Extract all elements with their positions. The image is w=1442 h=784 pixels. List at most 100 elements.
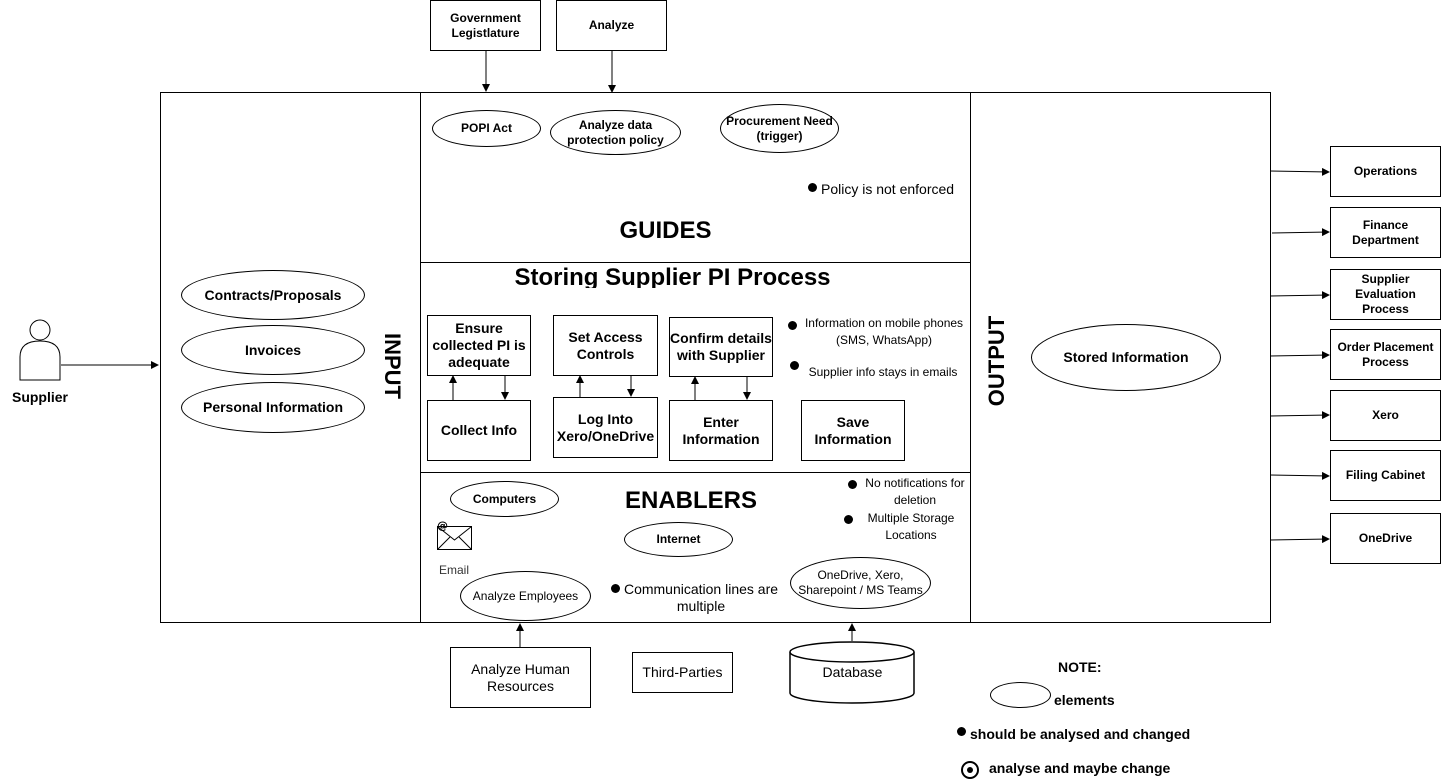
invoices-label: Invoices (244, 341, 302, 358)
legend-maybe-label: analyse and maybe change (989, 760, 1171, 776)
element-computers: Computers (450, 481, 559, 517)
database-label: Database (822, 664, 883, 680)
step-log-into: Log Into Xero/OneDrive (553, 397, 658, 458)
legend-bullet-icon (957, 727, 966, 736)
email-icon: @ (437, 519, 472, 550)
arrow-output-order-placement (1269, 351, 1330, 360)
output-label-wrap: OUTPUT (967, 316, 1027, 406)
input-label: INPUT (380, 333, 405, 399)
legend-analysed-label: should be analysed and changed (970, 726, 1191, 742)
issue-bullet-icon (611, 584, 620, 593)
element-popi-act: POPI Act (432, 110, 541, 147)
procurement-need-label: Procurement Need (trigger) (726, 113, 833, 143)
target-finance-department: Finance Department (1330, 207, 1441, 258)
issue-bullet-icon (808, 183, 817, 192)
step-enter-information: Enter Information (669, 400, 773, 461)
government-legislature-box: Government Legistlature (430, 0, 541, 51)
arrow-output-xero (1269, 411, 1330, 420)
issue-bullet-icon (790, 361, 799, 370)
element-contracts-proposals: Contracts/Proposals (181, 270, 365, 320)
analyze-box: Analyze (556, 0, 667, 51)
enablers-title: ENABLERS (624, 487, 757, 514)
element-storage-platforms: OneDrive, Xero, Sharepoint / MS Teams (790, 557, 931, 609)
step-save-label: Save Information (814, 413, 892, 447)
target-order-placement: Order Placement Process (1330, 329, 1441, 380)
issue-mobile-phones: Information on mobile phones (SMS, Whats… (804, 316, 964, 347)
supplier-evaluation-label: Supplier Evaluation Process (1355, 272, 1416, 316)
internet-label: Internet (656, 532, 701, 546)
third-parties-label: Third-Parties (642, 664, 723, 680)
issue-multiple-storage: Multiple Storage Locations (867, 511, 955, 542)
step-ensure-label: Ensure collected PI is adequate (432, 320, 526, 370)
element-personal-information: Personal Information (181, 382, 365, 433)
issue-policy-not-enforced: Policy is not enforced (821, 181, 955, 197)
government-legislature-label: Government Legistlature (450, 10, 521, 40)
note-title: NOTE: (1058, 659, 1102, 675)
analyze-label: Analyze (588, 18, 635, 32)
guides-title: GUIDES (619, 217, 712, 244)
issue-bullet-icon (848, 480, 857, 489)
arrow-output-supplier-evaluation (1269, 291, 1330, 300)
step-ensure-adequate: Ensure collected PI is adequate (427, 315, 531, 376)
legend-target-icon (961, 761, 979, 779)
step-confirm-details: Confirm details with Supplier (669, 317, 773, 377)
step-save-information: Save Information (801, 400, 905, 461)
arrow-output-finance (1271, 228, 1330, 237)
database-icon (789, 641, 915, 704)
step-set-access-controls: Set Access Controls (553, 315, 658, 376)
analyze-human-resources-box: Analyze Human Resources (450, 647, 591, 708)
analyze-employees-label: Analyze Employees (472, 588, 579, 603)
analyze-human-resources-label: Analyze Human Resources (471, 660, 570, 694)
stored-information-label: Stored Information (1063, 349, 1189, 365)
legend-elements-label: elements (1054, 692, 1115, 708)
input-label-wrap: INPUT (362, 333, 422, 399)
issue-supplier-emails: Supplier info stays in emails (808, 365, 958, 379)
supplier-label: Supplier (11, 389, 68, 405)
target-onedrive: OneDrive (1330, 513, 1441, 564)
element-invoices: Invoices (181, 325, 365, 375)
element-analyze-employees: Analyze Employees (460, 571, 591, 621)
personal-information-label: Personal Information (202, 399, 344, 415)
analyze-policy-label: Analyze data protection policy (567, 117, 664, 147)
operations-label: Operations (1353, 164, 1418, 178)
step-confirm-label: Confirm details with Supplier (670, 330, 772, 363)
issue-communication-lines: Communication lines are multiple (623, 581, 779, 614)
arrow-output-onedrive (1269, 535, 1330, 544)
issue-bullet-icon (844, 515, 853, 524)
onedrive-label: OneDrive (1358, 531, 1413, 545)
step-login-label: Log Into Xero/OneDrive (556, 410, 655, 444)
email-label: Email (438, 563, 469, 577)
arrow-output-operations (1269, 167, 1330, 176)
output-section (970, 92, 1271, 623)
order-placement-label: Order Placement Process (1337, 339, 1434, 369)
contracts-proposals-label: Contracts/Proposals (204, 286, 342, 303)
filing-cabinet-label: Filing Cabinet (1345, 468, 1426, 482)
finance-department-label: Finance Department (1352, 217, 1419, 247)
step-set-access-label: Set Access Controls (568, 328, 643, 362)
element-analyze-data-protection-policy: Analyze data protection policy (550, 110, 681, 155)
xero-label: Xero (1372, 408, 1399, 422)
target-supplier-evaluation: Supplier Evaluation Process (1330, 269, 1441, 320)
svg-text:@: @ (437, 519, 448, 532)
storage-platforms-label: OneDrive, Xero, Sharepoint / MS Teams (798, 568, 923, 597)
element-stored-information: Stored Information (1031, 324, 1221, 391)
output-label: OUTPUT (984, 315, 1010, 407)
target-xero: Xero (1330, 390, 1441, 441)
step-collect-info: Collect Info (427, 400, 531, 461)
element-internet: Internet (624, 522, 733, 557)
computers-label: Computers (472, 491, 537, 506)
element-procurement-need: Procurement Need (trigger) (720, 104, 839, 153)
popi-act-label: POPI Act (461, 121, 512, 135)
third-parties-box: Third-Parties (632, 652, 733, 693)
issue-no-notifications: No notifications for deletion (865, 476, 965, 507)
legend-ellipse-icon (990, 682, 1051, 708)
step-collect-label: Collect Info (440, 422, 518, 438)
target-filing-cabinet: Filing Cabinet (1330, 450, 1441, 501)
process-title: Storing Supplier PI Process (514, 264, 831, 288)
person-icon (19, 319, 61, 381)
issue-bullet-icon (788, 321, 797, 330)
arrow-output-filing-cabinet (1269, 471, 1330, 480)
step-enter-label: Enter Information (682, 413, 760, 447)
target-operations: Operations (1330, 146, 1441, 197)
